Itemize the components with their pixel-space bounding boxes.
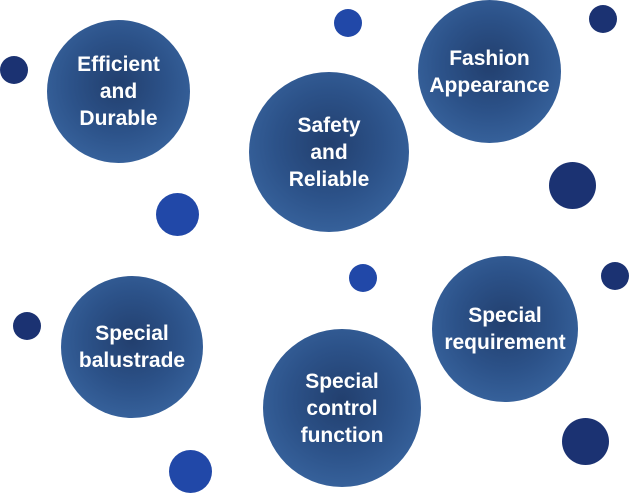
decorative-dot (349, 264, 377, 292)
bubble-efficient-durable: Efficient and Durable (47, 20, 190, 163)
decorative-dot (562, 418, 609, 465)
bubble-safety-reliable: Safety and Reliable (249, 72, 409, 232)
bubble-label: Efficient and Durable (77, 53, 160, 130)
decorative-dot (549, 162, 596, 209)
bubble-special-control-function: Special control function (263, 329, 421, 487)
decorative-dot (334, 9, 362, 37)
bubble-special-requirement: Special requirement (432, 256, 578, 402)
bubble-fashion-appearance: Fashion Appearance (418, 0, 561, 143)
bubble-label: Special requirement (444, 304, 566, 354)
bubble-special-balustrade: Special balustrade (61, 276, 203, 418)
decorative-dot (601, 262, 629, 290)
decorative-dot (156, 193, 199, 236)
decorative-dot (13, 312, 41, 340)
decorative-dot (0, 56, 28, 84)
bubble-label: Special control function (300, 369, 384, 447)
bubble-label: Safety and Reliable (288, 113, 370, 191)
decorative-dot (589, 5, 617, 33)
bubble-label: Special balustrade (78, 322, 186, 372)
bubble-label: Fashion Appearance (429, 46, 550, 97)
decorative-dot (169, 450, 212, 493)
